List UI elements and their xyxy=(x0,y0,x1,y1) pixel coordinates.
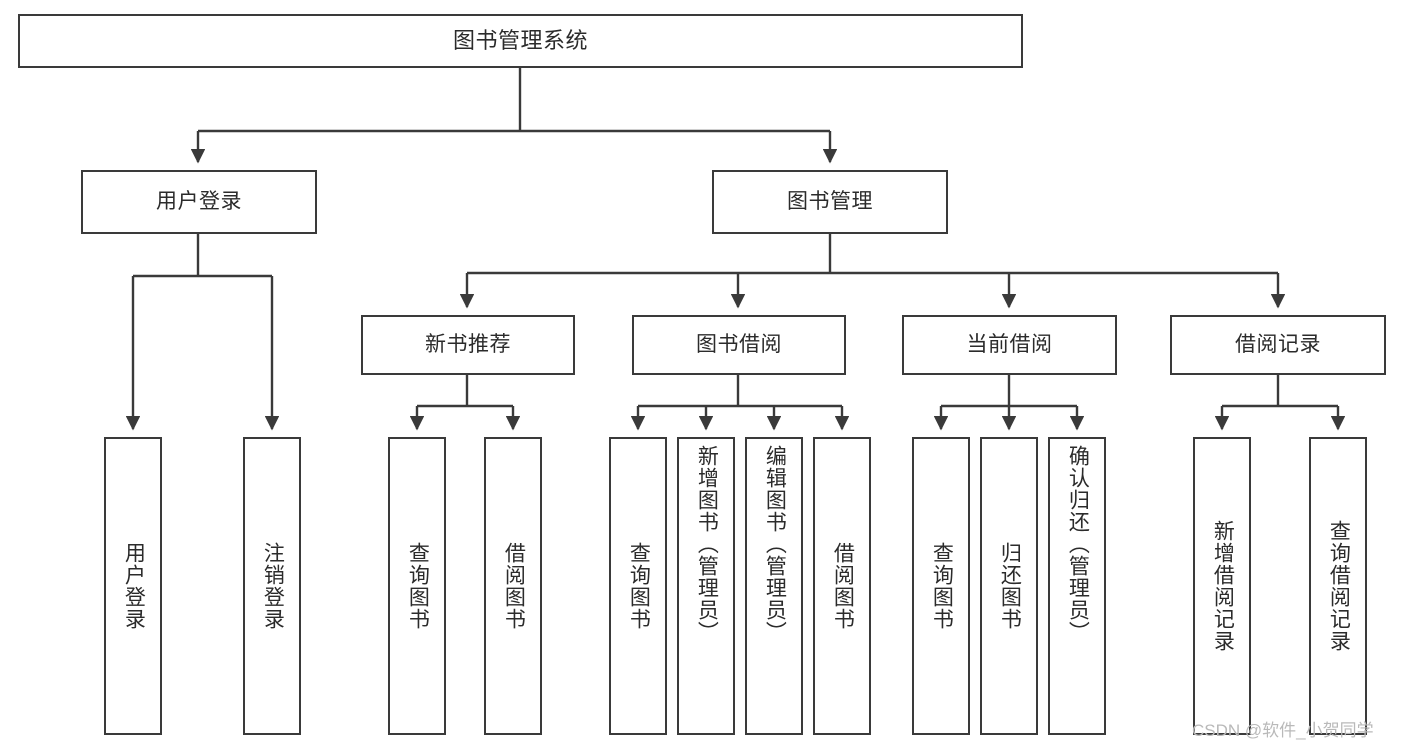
leaf-add-record[interactable]: 新增借阅记录 xyxy=(1193,437,1251,735)
leaf-add-book-label: 新增图书（管理员） xyxy=(695,445,719,643)
leaf-query-book-1[interactable]: 查询图书 xyxy=(388,437,446,735)
leaf-borrow-book-2[interactable]: 借阅图书 xyxy=(813,437,871,735)
leaf-confirm-return-label: 确认归还（管理员） xyxy=(1066,445,1090,643)
leaf-query-record-label: 查询借阅记录 xyxy=(1327,520,1351,652)
leaf-return-book[interactable]: 归还图书 xyxy=(980,437,1038,735)
leaf-query-book-3[interactable]: 查询图书 xyxy=(912,437,970,735)
node-new-book-recommend-label: 新书推荐 xyxy=(425,332,511,356)
node-borrow-record[interactable]: 借阅记录 xyxy=(1170,315,1386,375)
node-borrow-record-label: 借阅记录 xyxy=(1235,332,1321,356)
node-user-login-label: 用户登录 xyxy=(156,189,242,213)
node-book-manage[interactable]: 图书管理 xyxy=(712,170,948,234)
leaf-user-login-label: 用户登录 xyxy=(122,542,146,630)
leaf-query-book-1-label: 查询图书 xyxy=(406,542,430,630)
leaf-add-book[interactable]: 新增图书（管理员） xyxy=(677,437,735,735)
leaf-query-book-2[interactable]: 查询图书 xyxy=(609,437,667,735)
node-user-login[interactable]: 用户登录 xyxy=(81,170,317,234)
leaf-query-book-2-label: 查询图书 xyxy=(627,542,651,630)
leaf-add-record-label: 新增借阅记录 xyxy=(1211,520,1235,652)
node-current-borrow[interactable]: 当前借阅 xyxy=(902,315,1117,375)
leaf-borrow-book-1[interactable]: 借阅图书 xyxy=(484,437,542,735)
node-book-borrow-label: 图书借阅 xyxy=(696,332,782,356)
leaf-edit-book-label: 编辑图书（管理员） xyxy=(763,445,787,643)
node-book-borrow[interactable]: 图书借阅 xyxy=(632,315,846,375)
csdn-watermark: CSDN @软件_小贺同学 xyxy=(1192,721,1374,740)
node-current-borrow-label: 当前借阅 xyxy=(966,332,1053,356)
node-root-label: 图书管理系统 xyxy=(452,28,588,54)
leaf-borrow-book-1-label: 借阅图书 xyxy=(502,542,526,630)
node-new-book-recommend[interactable]: 新书推荐 xyxy=(361,315,575,375)
leaf-return-book-label: 归还图书 xyxy=(998,542,1022,630)
node-book-manage-label: 图书管理 xyxy=(787,189,873,213)
leaf-logout-login-label: 注销登录 xyxy=(261,542,285,630)
node-root[interactable]: 图书管理系统 xyxy=(18,14,1023,68)
leaf-query-book-3-label: 查询图书 xyxy=(930,542,954,630)
leaf-user-login[interactable]: 用户登录 xyxy=(104,437,162,735)
leaf-query-record[interactable]: 查询借阅记录 xyxy=(1309,437,1367,735)
leaf-edit-book[interactable]: 编辑图书（管理员） xyxy=(745,437,803,735)
leaf-logout-login[interactable]: 注销登录 xyxy=(243,437,301,735)
leaf-confirm-return[interactable]: 确认归还（管理员） xyxy=(1048,437,1106,735)
leaf-borrow-book-2-label: 借阅图书 xyxy=(831,542,855,630)
